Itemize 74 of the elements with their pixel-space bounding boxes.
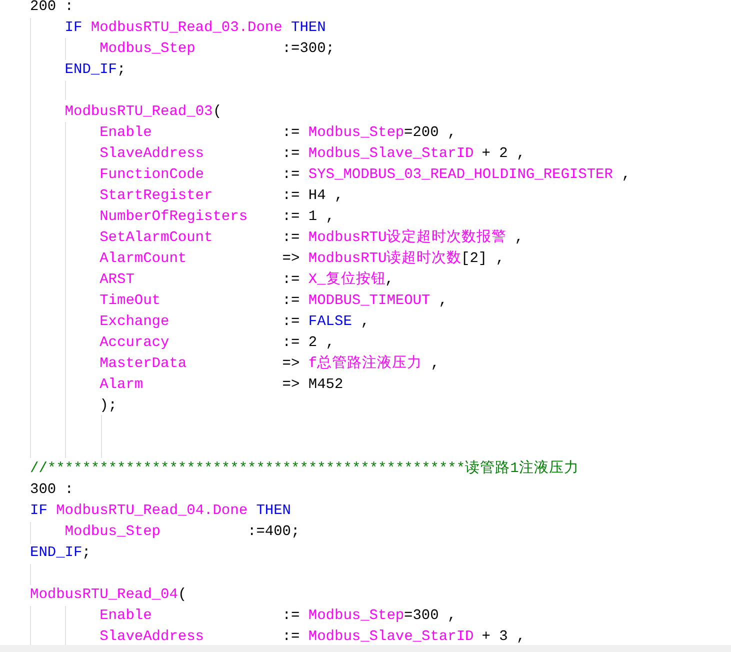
- code-token: MODBUS_TIMEOUT: [308, 292, 430, 311]
- code-token: Modbus_Step: [64, 523, 161, 542]
- code-token: ,: [385, 271, 394, 290]
- code-comment: //************************************************读管路1注液压力: [30, 459, 579, 479]
- code-token: ,: [360, 313, 370, 332]
- code-token: X_复位按钮: [308, 270, 386, 290]
- code-token: SlaveAddress: [100, 628, 204, 647]
- code-token: THEN: [256, 502, 291, 521]
- code-token: :=: [282, 292, 300, 311]
- code-token: := 1 ,: [282, 208, 335, 227]
- code-token: ARST: [100, 271, 134, 290]
- code-token: Enable: [100, 124, 152, 143]
- code-token: 300 :: [30, 481, 74, 500]
- code-token: f总管路注液压力: [308, 354, 422, 374]
- code-token: );: [100, 397, 117, 416]
- code-token: AlarmCount: [100, 250, 187, 269]
- code-token: :=: [282, 607, 300, 626]
- code-token: Alarm: [100, 376, 144, 395]
- code-token: :=300;: [282, 40, 335, 59]
- code-token: =>: [282, 355, 300, 374]
- code-token: Modbus_Step: [308, 124, 404, 143]
- code-token: Modbus_Slave_StarID: [308, 628, 474, 647]
- code-token: TimeOut: [100, 292, 161, 311]
- code-token: => M452: [282, 376, 344, 395]
- code-token: =200 ,: [404, 124, 456, 143]
- code-token: :=: [282, 166, 300, 185]
- code-token: MasterData: [100, 355, 187, 374]
- code-token: =300 ,: [404, 607, 456, 626]
- code-token: ModbusRTU_Read_03.Done: [90, 19, 282, 38]
- code-token: SYS_MODBUS_03_READ_HOLDING_REGISTER: [308, 166, 613, 185]
- code-token: ,: [438, 292, 448, 311]
- code-token: Modbus_Slave_StarID: [308, 145, 474, 164]
- code-token: := H4 ,: [282, 187, 344, 206]
- code-token: :=: [282, 229, 300, 248]
- code-token: :=: [282, 124, 300, 143]
- code-token: FunctionCode: [100, 166, 204, 185]
- code-token: :=: [282, 313, 300, 332]
- code-token: END_IF: [30, 544, 82, 563]
- code-token: ModbusRTU_Read_04.Done: [56, 502, 248, 521]
- code-token: :=: [282, 145, 300, 164]
- code-token: THEN: [291, 19, 326, 38]
- code-token: :=: [282, 628, 300, 647]
- code-token: IF: [30, 502, 48, 521]
- code-token: :=400;: [248, 523, 300, 542]
- code-token: Modbus_Step: [308, 607, 404, 626]
- code-token: Exchange: [100, 313, 170, 332]
- code-token: StartRegister: [100, 187, 213, 206]
- code-token: (: [178, 586, 187, 605]
- code-token: END_IF: [64, 61, 118, 80]
- code-token: (: [213, 103, 222, 122]
- code-token: := 2 ,: [282, 334, 335, 353]
- code-token: ,: [514, 229, 524, 248]
- code-token: ModbusRTU_Read_04: [30, 586, 178, 605]
- code-token: =>: [282, 250, 300, 269]
- code-token: Modbus_Step: [100, 40, 196, 59]
- code-token: ;: [82, 544, 91, 563]
- code-token: IF: [64, 19, 82, 38]
- code-token: Accuracy: [100, 334, 170, 353]
- code-token: + 2 ,: [482, 145, 526, 164]
- code-token: ModbusRTU_Read_03: [64, 103, 213, 122]
- code-token: FALSE: [308, 313, 352, 332]
- code-token: :=: [282, 271, 300, 290]
- code-token: ,: [622, 166, 630, 185]
- code-token: Enable: [100, 607, 152, 626]
- code-token: 200 :: [30, 0, 74, 17]
- code-token: + 3 ,: [482, 628, 526, 647]
- code-token: SetAlarmCount: [100, 229, 213, 248]
- code-token: ;: [117, 61, 126, 80]
- code-token: ,: [430, 355, 440, 374]
- code-token: ModbusRTU读超时次数: [308, 249, 462, 269]
- code-token: [2] ,: [461, 250, 505, 269]
- code-token: NumberOfRegisters: [100, 208, 248, 227]
- code-token: SlaveAddress: [100, 145, 204, 164]
- code-token: ModbusRTU设定超时次数报警: [308, 228, 507, 248]
